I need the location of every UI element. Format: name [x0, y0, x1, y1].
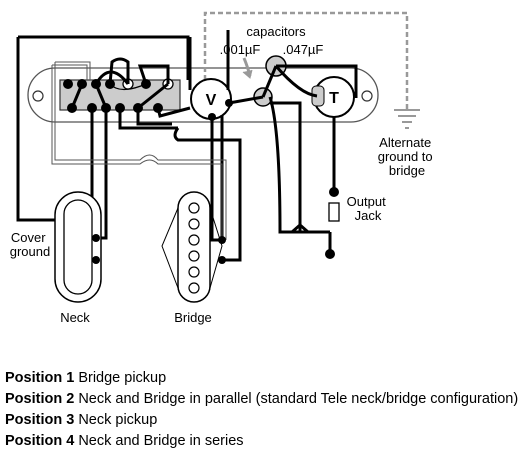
position-row: Position 1 Bridge pickup: [5, 368, 518, 389]
position-label: Position 3: [5, 412, 75, 428]
neck-label: Neck: [60, 310, 90, 325]
bridge-pickup: [177, 191, 211, 303]
position-row: Position 4 Neck and Bridge in series: [5, 431, 518, 452]
capacitors-label: capacitors: [246, 24, 306, 39]
cap2-label: .047µF: [283, 42, 324, 57]
bridge-label: Bridge: [174, 310, 212, 325]
wiring-diagram: V T: [10, 11, 437, 325]
output-jack-sleeve: [325, 249, 335, 259]
position-desc: Neck and Bridge in series: [78, 433, 244, 449]
position-desc: Neck and Bridge in parallel (standard Te…: [78, 391, 519, 407]
alt-ground-wire: [203, 11, 409, 110]
position-row: Position 3 Neck pickup: [5, 410, 518, 431]
alt-ground-label: Alternate ground to bridge: [378, 135, 437, 178]
position-row: Position 2 Neck and Bridge in parallel (…: [5, 389, 518, 410]
plate-screw-right: [361, 90, 373, 102]
position-label: Position 2: [5, 391, 75, 407]
shield-wires: [51, 61, 227, 240]
bridge-pole-pieces: [188, 202, 200, 294]
neck-pickup-core: [63, 199, 93, 295]
cap1-label: .001µF: [220, 42, 261, 57]
ground-symbol-icon: [394, 109, 420, 129]
position-desc: Neck pickup: [78, 412, 158, 428]
cover-ground-label: Cover ground: [10, 230, 50, 259]
output-jack-icon: [328, 202, 340, 222]
plate-screw-left: [32, 90, 44, 102]
tone-label: T: [329, 90, 339, 107]
position-label: Position 4: [5, 433, 75, 449]
position-legend: Position 1 Bridge pickup Position 2 Neck…: [5, 368, 518, 452]
position-desc: Bridge pickup: [78, 370, 167, 386]
output-jack-label: Output Jack: [347, 194, 390, 223]
position-label: Position 1: [5, 370, 75, 386]
output-jack-tip: [329, 187, 339, 197]
volume-label: V: [206, 92, 217, 109]
